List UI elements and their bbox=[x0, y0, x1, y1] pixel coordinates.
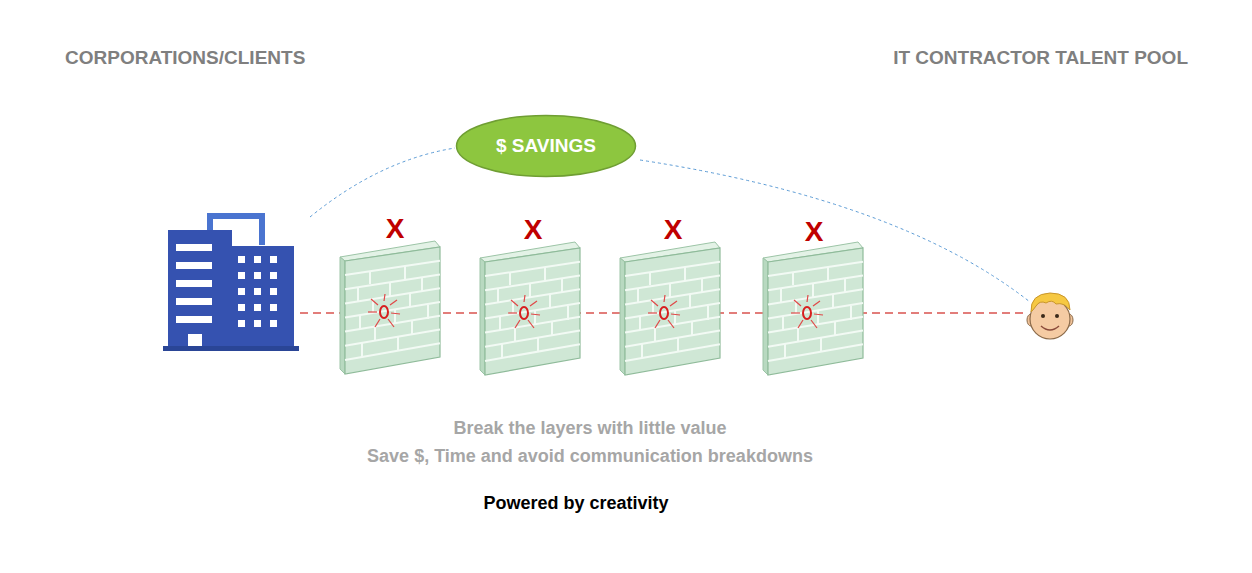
x-mark: X bbox=[664, 214, 683, 246]
building-icon bbox=[163, 216, 299, 351]
x-mark: X bbox=[386, 213, 405, 245]
node-text: $ SAVINGS bbox=[455, 135, 637, 157]
brick-wall bbox=[763, 242, 863, 375]
column-heading: CORPORATIONS/CLIENTS bbox=[65, 47, 305, 69]
savings-arc bbox=[310, 148, 455, 217]
contractor-face bbox=[1027, 293, 1073, 339]
tagline: Powered by creativity bbox=[483, 493, 668, 514]
x-mark: X bbox=[524, 214, 543, 246]
column-heading: IT CONTRACTOR TALENT POOL bbox=[893, 47, 1188, 69]
savings-ellipse: $ SAVINGS bbox=[455, 114, 637, 178]
x-mark: X bbox=[805, 216, 824, 248]
brick-wall bbox=[480, 242, 580, 375]
brick-wall bbox=[620, 242, 720, 375]
note-text: Break the layers with little value bbox=[453, 418, 726, 439]
brick-wall bbox=[340, 241, 440, 374]
note-text: Save $, Time and avoid communication bre… bbox=[367, 446, 813, 467]
